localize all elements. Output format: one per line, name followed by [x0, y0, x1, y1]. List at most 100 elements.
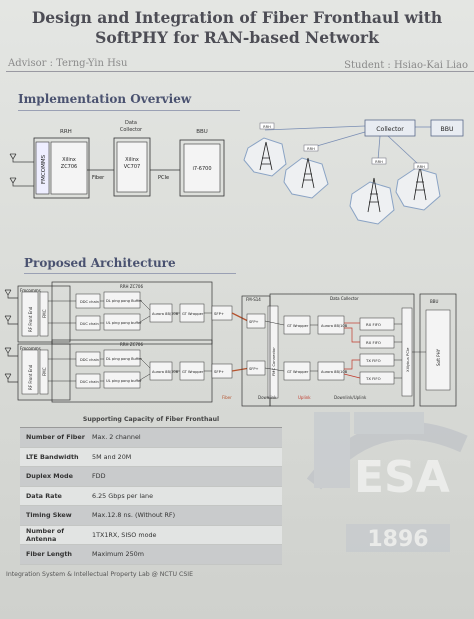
tower-icon — [301, 157, 315, 189]
data-collector-block: FM-S14 SFP+ SFP+ FMC Connector Data Coll… — [241, 293, 415, 407]
overview-heading-rule — [18, 110, 240, 111]
rrh-tag — [259, 122, 275, 130]
logo-year-plate — [346, 524, 450, 552]
capacity-key: Duplex Mode — [20, 466, 86, 487]
capacity-table-title: Supporting Capacity of Fiber Fronthaul — [20, 413, 282, 428]
duc-chain-label: DUC chain — [80, 322, 99, 326]
advisor-label: Advisor : Terng-Yin Hsu — [8, 58, 128, 69]
capacity-table: Supporting Capacity of Fiber Fronthaul N… — [20, 413, 282, 565]
rrh-tags: RRH RRH RRH RRH — [259, 122, 429, 170]
fm-s14-label: FM-S14 — [246, 297, 261, 302]
overview-network-diagram: RRH RRH RRH RRH Collector BBU — [243, 119, 464, 225]
ul-buffer-label: UL ping pong buffer — [106, 379, 142, 383]
collector-frame — [113, 137, 151, 197]
rrh-fmcomms-box — [35, 141, 50, 195]
student-label: Student : Hsiao-Kai Liao — [344, 60, 468, 71]
bbu-title: BBU — [196, 129, 208, 135]
capacity-value: 6.25 Gbps per lane — [86, 486, 282, 506]
fmcomms-label: Fmcomms — [20, 288, 41, 293]
legend: Fiber Downlink Uplink Downlink/Uplink — [222, 395, 367, 400]
rrh-tag-label: RRH — [375, 160, 383, 164]
rrh-tag-label: RRH — [417, 165, 425, 169]
logo-letters: ESA — [354, 452, 450, 503]
title-line-1: Design and Integration of Fiber Fronthau… — [31, 8, 443, 27]
collector-vc707-box — [116, 141, 148, 193]
author-bar: Advisor : Terng-Yin Hsu Student : Hsiao-… — [6, 54, 468, 72]
capacity-value: FDD — [86, 466, 282, 487]
duc-chain-label: DUC chain — [80, 380, 99, 384]
rrh-tag — [413, 162, 429, 170]
logo-bar — [314, 412, 350, 488]
rrh-zc706-label: RRH ZC706 — [120, 342, 143, 347]
rf-front-end-label: RF Front End — [28, 306, 33, 332]
bbu-frame — [179, 139, 225, 197]
rrh-tag — [303, 144, 319, 152]
aurora-label: Aurora 8B/10B — [152, 312, 179, 316]
sfp-label: SFP+ — [249, 320, 259, 324]
network-links — [264, 125, 431, 165]
tx-fifo-label: TX FIFO — [365, 376, 381, 381]
soft-phy-label: Soft PHY — [436, 348, 441, 366]
gt-wrapper-label: GT Wrapper — [182, 312, 204, 316]
ddc-chain-label: DDC chain — [80, 300, 99, 304]
capacity-key: Timing Skew — [20, 505, 86, 526]
rrh-title: RRH — [60, 129, 72, 135]
collector-title-line-1: Data — [125, 120, 137, 126]
capacity-key: Number of Antenna — [20, 525, 86, 545]
architecture-heading: Proposed Architecture — [24, 256, 176, 270]
capacity-key: Number of Fiber — [20, 428, 86, 448]
collector-title-line-2: Collector — [120, 127, 143, 133]
fmc-connector-label: FMC Connector — [271, 347, 276, 376]
sfp-label: SFP+ — [214, 311, 224, 316]
poster-title: Design and Integration of Fiber Fronthau… — [10, 8, 464, 48]
rrh-chain-1: Fmcomms RF Front End FMC RRH ZC706 DDC c… — [4, 281, 233, 345]
capacity-value: Max. 2 channel — [86, 428, 282, 448]
bbu-block: BBU Soft PHY — [412, 293, 457, 407]
rrh-tag-label: RRH — [263, 125, 271, 129]
collector-node — [364, 119, 416, 137]
capacity-key: LTE Bandwidth — [20, 447, 86, 467]
fmc-label: FMC — [42, 367, 47, 376]
aurora-label: Aurora 8B/10B — [152, 370, 179, 374]
bbu-label: BBU — [430, 299, 438, 304]
rrh-tag — [371, 157, 387, 165]
overview-heading: Implementation Overview — [18, 92, 192, 106]
gt-wrapper-label: GT Wrapper — [287, 324, 309, 328]
bbu-node — [430, 119, 464, 137]
aurora-label: Aurora 8B/10B — [321, 324, 348, 328]
logo-year: 1896 — [367, 527, 428, 552]
capacity-value: 1TX1RX, SISO mode — [86, 525, 282, 545]
title-line-2: SoftPHY for RAN-based Network — [95, 28, 379, 47]
bbu-pc-label: i7-6700 — [192, 166, 211, 172]
legend-fiber: Fiber — [222, 395, 232, 400]
nctu-logo-watermark: ESA 1896 — [306, 412, 468, 552]
rrh-zc706-label: RRH ZC706 — [120, 284, 143, 289]
fmc-label: FMC — [42, 309, 47, 318]
coverage-cells — [243, 137, 441, 225]
sfp-label: SFP+ — [214, 369, 224, 374]
bbu-pc-box — [183, 143, 221, 193]
tower-icon — [259, 141, 273, 171]
pcie-link-label: PCIe — [158, 175, 169, 181]
rrh-zc706-line-2: ZC706 — [61, 164, 77, 170]
overview-antennas — [9, 153, 34, 187]
capacity-value: 5M and 20M — [86, 447, 282, 467]
rrh-tag-label: RRH — [307, 147, 315, 151]
legend-uplink: Uplink — [298, 395, 311, 400]
gt-wrapper-label: GT Wrapper — [182, 370, 204, 374]
rf-front-end-label: RF Front End — [28, 364, 33, 390]
collector-vc707-line-1: Xilinx — [125, 157, 139, 163]
rrh-zc706-line-1: Xilinx — [62, 157, 76, 163]
fiber-link-label: Fiber — [92, 175, 105, 181]
aurora-label: Aurora 8B/10B — [321, 370, 348, 374]
tower-icons — [259, 141, 427, 213]
ul-buffer-label: UL ping pong buffer — [106, 321, 142, 325]
legend-downlink-uplink: Downlink/Uplink — [334, 395, 367, 400]
